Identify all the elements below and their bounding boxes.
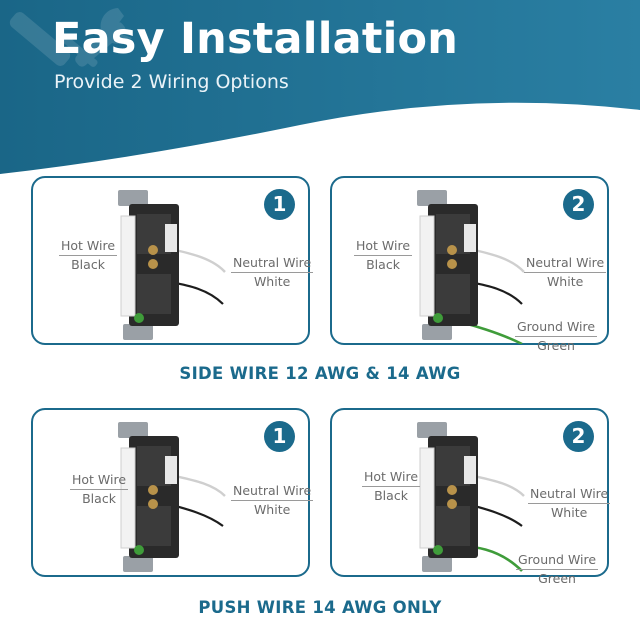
hot-wire-label: Hot Wire Black xyxy=(70,472,129,506)
outlet-diagram-side-wire-1 xyxy=(118,190,226,340)
push-wire-option-2-panel: 2 Hot Wire Black Neutral Wire White Grou… xyxy=(330,408,611,586)
push-wire-caption: PUSH WIRE 14 AWG ONLY xyxy=(198,598,442,617)
hot-wire-label: Hot Wire Black xyxy=(59,238,118,272)
side-wire-option-2-panel: 2 Hot Wire Black Neutral Wire White Grou… xyxy=(330,176,609,353)
outlet-diagram-push-wire-2 xyxy=(417,422,525,572)
option-number-badge: 2 xyxy=(563,189,594,220)
page-subtitle: Provide 2 Wiring Options xyxy=(54,71,289,93)
neutral-wire-label: Neutral Wire White xyxy=(524,255,607,289)
header-banner: Easy Installation Provide 2 Wiring Optio… xyxy=(0,0,640,175)
outlet-diagram-push-wire-1 xyxy=(118,422,226,572)
ground-wire-label: Ground Wire Green xyxy=(515,319,598,353)
header-background xyxy=(0,0,640,174)
hot-wire-label: Hot Wire Black xyxy=(354,238,413,272)
push-wire-option-1-panel: 1 Hot Wire Black Neutral Wire White xyxy=(31,408,314,577)
neutral-wire-label: Neutral Wire White xyxy=(231,483,314,517)
outlet-diagram-side-wire-2 xyxy=(417,190,525,344)
page-title: Easy Installation xyxy=(52,14,459,64)
option-number-badge: 1 xyxy=(264,421,295,452)
screwdriver-wrench-icon xyxy=(9,8,132,67)
ground-wire-label: Ground Wire Green xyxy=(516,552,599,586)
hot-wire-label: Hot Wire Black xyxy=(362,469,421,503)
neutral-wire-label: Neutral Wire White xyxy=(231,255,314,289)
option-number-badge: 2 xyxy=(563,421,594,452)
side-wire-option-1-panel: 1 Hot Wire Black Neutral Wire White xyxy=(31,176,314,345)
neutral-wire-label: Neutral Wire White xyxy=(528,486,611,520)
option-number-badge: 1 xyxy=(264,189,295,220)
side-wire-caption: SIDE WIRE 12 AWG & 14 AWG xyxy=(179,364,461,383)
